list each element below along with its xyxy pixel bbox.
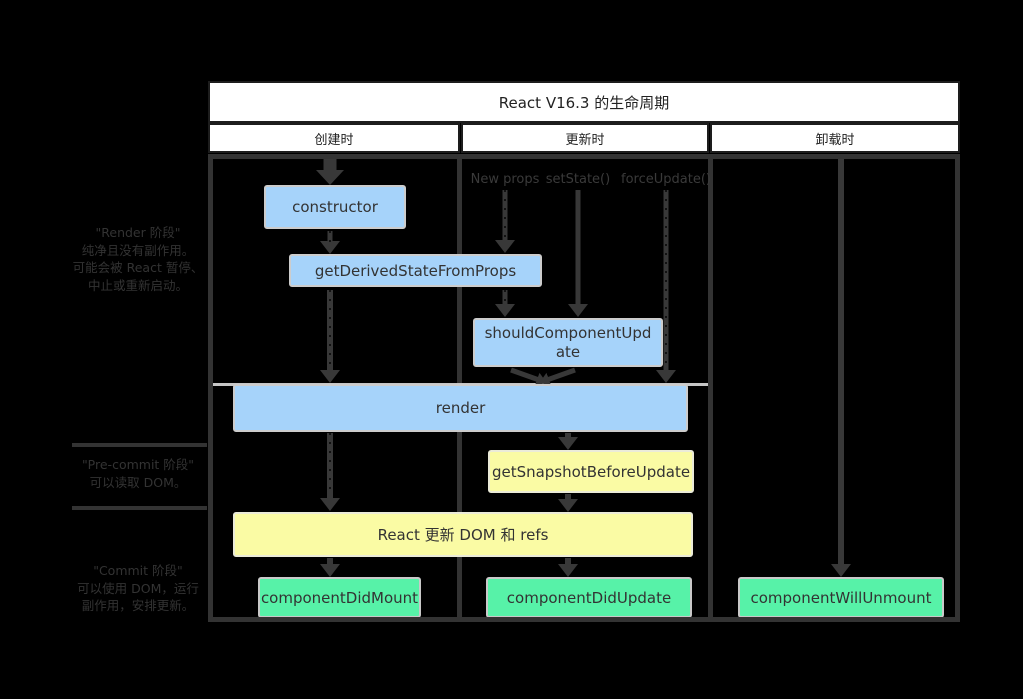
phase-divider [72,443,207,447]
precommit-phase-note: "Pre-commit 阶段" 可以读取 DOM。 [68,456,208,491]
get-snapshot-before-update-label: getSnapshotBeforeUpdate [491,462,691,481]
precommit-phase-line: 可以读取 DOM。 [89,474,187,490]
render-phase-line: 可能会被 React 暂停、 [72,260,204,275]
render-phase-note: "Render 阶段" 纯净且没有副作用。 可能会被 React 暂停、 中止或… [68,224,208,294]
setstate-label: setState() [545,172,611,187]
flow-arrows [316,154,851,577]
get-snapshot-before-update-box: getSnapshotBeforeUpdate [488,450,694,493]
should-component-update-label: shouldComponentUpdate [484,323,652,361]
column-header-mount: 创建时 [208,123,460,153]
commit-phase-line: 副作用，安排更新。 [81,598,195,613]
new-props-label: New props [470,172,540,187]
component-did-update-label: componentDidUpdate [506,588,672,607]
component-will-unmount-box: componentWillUnmount [738,577,944,618]
diagram-title: React V16.3 的生命周期 [208,81,960,123]
arrow-scu-to-render [539,367,576,386]
component-did-mount-label: componentDidMount [260,588,419,607]
should-component-update-box: shouldComponentUpdate [473,318,663,367]
column-header-unmount: 卸载时 [710,123,960,153]
phase-divider [72,506,207,510]
constructor-box: constructor [264,185,406,229]
precommit-phase-title: "Pre-commit 阶段" [81,457,195,472]
arrow-scu-to-render [510,367,547,386]
commit-phase-note: "Commit 阶段" 可以使用 DOM，运行 副作用，安排更新。 [68,562,208,615]
commit-phase-title: "Commit 阶段" [93,563,183,578]
get-derived-state-from-props-label: getDerivedStateFromProps [314,261,517,280]
component-will-unmount-label: componentWillUnmount [750,588,932,607]
forceupdate-label: forceUpdate() [621,172,711,187]
column-header-mount-label: 创建时 [314,132,354,148]
diagram-title-text: React V16.3 的生命周期 [498,93,670,112]
constructor-label: constructor [292,198,378,216]
column-header-update: 更新时 [461,123,709,153]
render-phase-line: 纯净且没有副作用。 [81,242,195,258]
column-header-unmount-label: 卸载时 [815,132,855,148]
render-phase-line: 中止或重新启动。 [87,277,188,293]
react-updates-dom-label: React 更新 DOM 和 refs [377,526,549,544]
render-box: render [233,384,688,432]
react-updates-dom-box: React 更新 DOM 和 refs [233,512,693,557]
component-did-update-box: componentDidUpdate [486,577,692,618]
lifecycle-diagram: New props setState() forceUpdate() const… [208,154,960,622]
commit-phase-line: 可以使用 DOM，运行 [77,580,199,596]
column-header-update-label: 更新时 [565,132,605,148]
column-divider [708,154,713,622]
render-phase-title: "Render 阶段" [95,225,181,240]
component-did-mount-box: componentDidMount [258,577,421,618]
render-label: render [435,399,486,417]
get-derived-state-from-props-box: getDerivedStateFromProps [289,254,542,287]
